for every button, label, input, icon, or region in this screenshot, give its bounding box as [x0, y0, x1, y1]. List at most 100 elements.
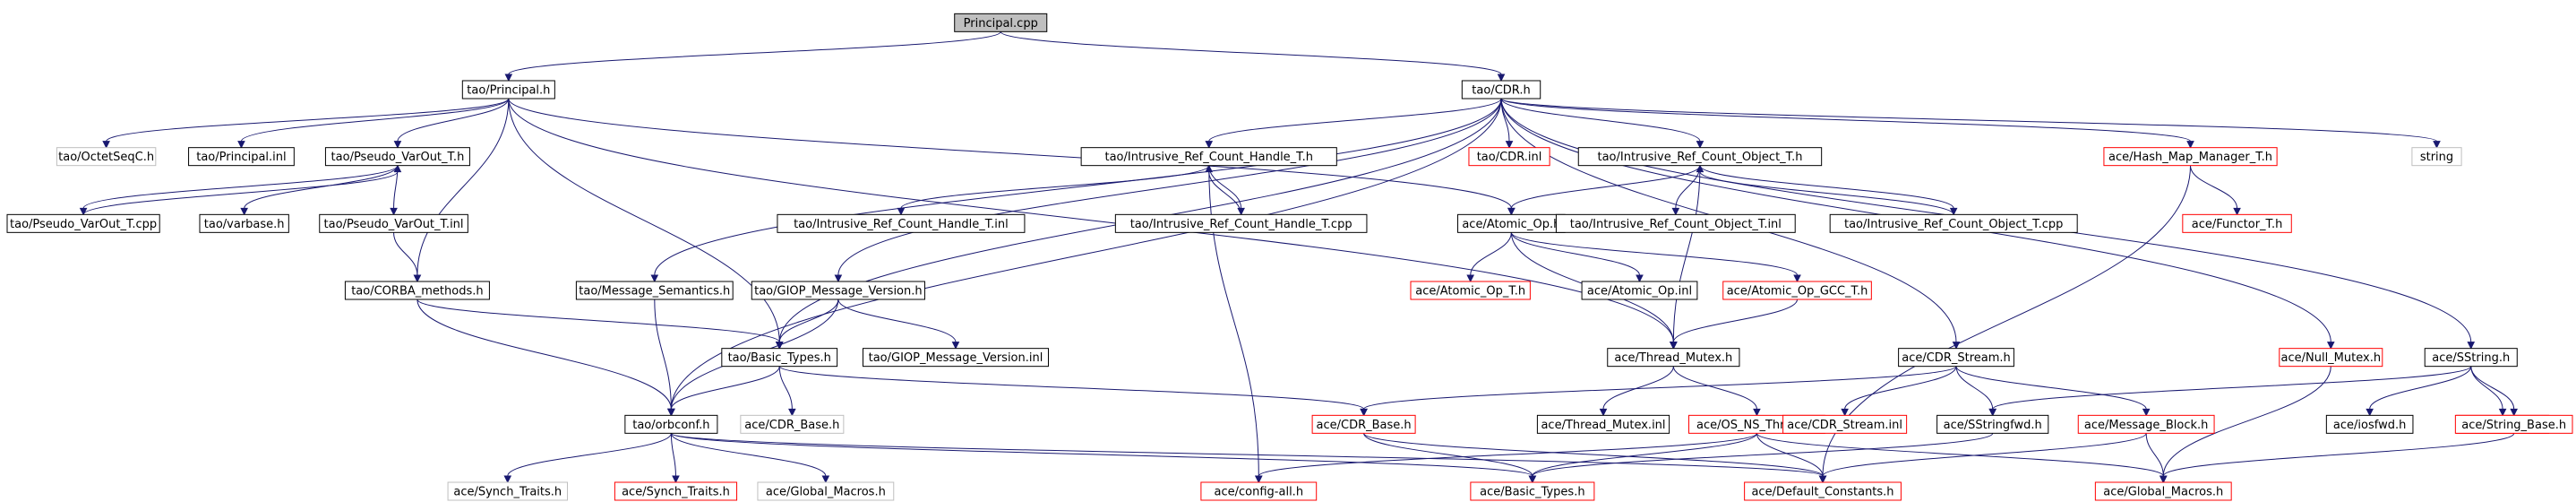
node-ace-atomic-op-t-h[interactable]: ace/Atomic_Op_T.h: [1410, 281, 1531, 300]
node-box: [2454, 414, 2573, 434]
edge-ace_os_ns_thread_h-to-ace_basic_types_h: [1532, 433, 1757, 477]
edge-tao_principal_h-to-tao_octetseqc_h: [106, 98, 510, 143]
node-label: ace/String_Base.h: [2461, 419, 2566, 432]
edge-tao_basic_types_h-to-tao_orbconf_h: [670, 366, 780, 410]
edge-ace_string_base_h-to-ace_global_macros_h: [2162, 432, 2515, 477]
node-label: tao/Pseudo_VarOut_T.inl: [324, 218, 464, 231]
node-label: ace/Global_Macros.h: [2103, 486, 2223, 499]
node-ace-cdr-stream-h[interactable]: ace/CDR_Stream.h: [1898, 348, 2014, 368]
node-box: [2325, 414, 2414, 434]
node-principal-cpp[interactable]: Principal.cpp: [954, 13, 1048, 32]
node-ace-thread-mutex-inl[interactable]: ace/Thread_Mutex.inl: [1536, 414, 1670, 434]
edge-arrowhead: [2366, 408, 2374, 417]
node-box: [1607, 348, 1740, 368]
edge-ace_thread_mutex_h-to-ace_thread_mutex_inl: [1602, 366, 1674, 410]
node-tao-basic-types-h[interactable]: tao/Basic_Types.h: [721, 348, 838, 368]
node-ace-message-block-h[interactable]: ace/Message_Block.h: [2077, 414, 2215, 434]
edge-tao_corba_methods_h-to-tao_basic_types_h: [416, 299, 780, 343]
node-tao-intrusive-ref-count-object-t-inl[interactable]: tao/Intrusive_Ref_Count_Object_T.inl: [1555, 213, 1796, 233]
node-ace-cdr-base-gray: ace/CDR_Base.h: [740, 414, 845, 434]
edge-arrowhead: [951, 342, 960, 350]
node-tao-intrusive-ref-count-object-t-cpp[interactable]: tao/Intrusive_Ref_Count_Object_T.cpp: [1829, 213, 2078, 233]
edge-ace_message_block_h-to-ace_default_constants_h: [1822, 432, 2147, 477]
node-tao-intrusive-ref-count-object-t-h[interactable]: tao/Intrusive_Ref_Count_Object_T.h: [1577, 147, 1823, 167]
node-tao-pseudo-varout-t-h[interactable]: tao/Pseudo_VarOut_T.h: [324, 147, 470, 167]
node-ace-iosfwd-h[interactable]: ace/iosfwd.h: [2325, 414, 2414, 434]
node-ace-atomic-op-inl[interactable]: ace/Atomic_Op.inl: [1581, 281, 1698, 300]
edge-ace_os_ns_thread_h-to-ace_global_macros_h: [1756, 432, 2164, 477]
edge-arrowhead: [650, 274, 659, 283]
node-ace-string-base-h[interactable]: ace/String_Base.h: [2454, 414, 2573, 434]
node-label: ace/SStringfwd.h: [1944, 419, 2042, 432]
node-label: ace/Atomic_Op_GCC_T.h: [1727, 285, 1868, 299]
node-tao-intrusive-ref-count-handle-t-inl[interactable]: tao/Intrusive_Ref_Count_Handle_T.inl: [777, 213, 1026, 233]
node-box: [2424, 348, 2518, 368]
edge-arrowhead: [2326, 342, 2335, 350]
node-box: [777, 213, 1026, 233]
edge-arrowhead: [1507, 207, 1516, 216]
node-tao-giop-message-version-h[interactable]: tao/GIOP_Message_Version.h: [751, 281, 925, 300]
edge-tao_principal_h-to-tao_principal_inl: [240, 98, 510, 142]
node-tao-varbase-h[interactable]: tao/varbase.h: [199, 213, 289, 233]
node-box: [1468, 147, 1550, 167]
node-ace-cdr-base-h[interactable]: ace/CDR_Base.h: [1311, 414, 1416, 434]
edge-tao_giop_message_version_h-to-tao_basic_types_h: [778, 299, 839, 342]
node-ace-atomic-op-gcc-t-h[interactable]: ace/Atomic_Op_GCC_T.h: [1722, 281, 1872, 300]
node-label: tao/Intrusive_Ref_Count_Object_T.cpp: [1844, 218, 2063, 231]
node-tao-principal-h[interactable]: tao/Principal.h: [461, 80, 555, 100]
edge-arrowhead: [667, 408, 675, 417]
edge-arrowhead: [503, 475, 512, 484]
node-tao-principal-inl[interactable]: tao/Principal.inl: [188, 147, 295, 167]
edge-principal_cpp-to-tao_cdr_h: [1000, 30, 1502, 75]
node-tao-intrusive-ref-count-handle-t-h[interactable]: tao/Intrusive_Ref_Count_Handle_T.h: [1080, 147, 1337, 167]
edge-tao_corba_methods_h-to-tao_orbconf_h: [416, 299, 672, 410]
edge-arrowhead: [2142, 408, 2151, 417]
node-ace-default-constants-h[interactable]: ace/Default_Constants.h: [1744, 481, 1902, 501]
node-ace-config-all-h[interactable]: ace/config-all.h: [1200, 481, 1318, 501]
edge-tao_intrusive_ref_count_handle_t_cpp-to-tao_intrusive_ref_count_handle_t_h: [1208, 171, 1242, 215]
node-label: tao/Intrusive_Ref_Count_Handle_T.inl: [794, 218, 1009, 231]
node-tao-cdr-h[interactable]: tao/CDR.h: [1461, 80, 1541, 100]
edge-tao_orbconf_h-to-ace_basic_types_h: [670, 432, 1533, 477]
node-tao-message-semantics-h[interactable]: tao/Message_Semantics.h: [575, 281, 734, 300]
edge-tao_principal_h-to-tao_corba_methods_h: [416, 98, 510, 276]
node-label: ace/Atomic_Op.inl: [1587, 285, 1692, 299]
dependency-nodes: Principal.cpp tao/Principal.h tao/CDR.h tao…: [6, 13, 2573, 501]
node-ace-basic-types-h[interactable]: ace/Basic_Types.h: [1470, 481, 1595, 501]
node-box: [461, 80, 555, 100]
node-label: tao/CORBA_methods.h: [351, 285, 483, 299]
node-tao-orbconf-h[interactable]: tao/orbconf.h: [624, 414, 718, 434]
edge-tao_intrusive_ref_count_handle_t_h-to-ace_config_all_h: [1208, 165, 1259, 477]
node-pseudo-varout-t-cpp[interactable]: tao/Pseudo_VarOut_T.cpp: [6, 213, 160, 233]
edge-arrowhead: [1949, 207, 1958, 216]
node-tao-cdr-inl[interactable]: tao/CDR.inl: [1468, 147, 1550, 167]
node-tao-intrusive-ref-count-handle-t-cpp[interactable]: tao/Intrusive_Ref_Count_Handle_T.cpp: [1114, 213, 1368, 233]
node-ace-global-macros-h[interactable]: ace/Global_Macros.h: [2094, 481, 2232, 501]
node-ace-hash-map-manager-t-h[interactable]: ace/Hash_Map_Manager_T.h: [2103, 147, 2278, 167]
node-ace-thread-mutex-h[interactable]: ace/Thread_Mutex.h: [1607, 348, 1740, 368]
node-ace-sstringfwd-h[interactable]: ace/SStringfwd.h: [1936, 414, 2049, 434]
node-ace-atomic-op-h[interactable]: ace/Atomic_Op.h: [1457, 213, 1566, 233]
edge-ace_cdr_stream_h-to-ace_sstringfwd_h: [1955, 366, 1994, 410]
edge-tao_basic_types_h-to-ace_cdr_base_gray: [778, 366, 793, 410]
node-box: [324, 147, 470, 167]
edge-tao_orbconf_h-to-ace_synch_traits_h: [670, 433, 676, 477]
node-box: [2279, 348, 2383, 368]
node-box: [1311, 414, 1416, 434]
node-tao-corba-methods-h[interactable]: tao/CORBA_methods.h: [344, 281, 490, 300]
node-label: tao/Pseudo_VarOut_T.h: [331, 151, 465, 164]
edge-tao_intrusive_ref_count_object_t_cpp-to-tao_intrusive_ref_count_object_t_h: [1699, 171, 1954, 215]
node-ace-null-mutex-h[interactable]: ace/Null_Mutex.h: [2279, 348, 2383, 368]
edge-arrowhead: [1205, 141, 1214, 149]
node-ace-synch-traits-h[interactable]: ace/Synch_Traits.h: [614, 481, 738, 501]
node-tao-giop-message-version-inl[interactable]: tao/GIOP_Message_Version.inl: [862, 348, 1049, 368]
node-ace-sstring-h[interactable]: ace/SString.h: [2424, 348, 2518, 368]
node-box: [1744, 481, 1902, 501]
edge-tao_principal_h-to-tao_basic_types_h: [508, 98, 780, 342]
node-tao-pseudo-varout-t-inl[interactable]: tao/Pseudo_VarOut_T.inl: [319, 213, 468, 233]
node-ace-global-macros-gray: ace/Global_Macros.h: [757, 481, 895, 501]
edge-ace_cdr_stream_h-to-ace_cdr_base_h: [1363, 366, 1957, 410]
node-ace-cdr-stream-inl[interactable]: ace/CDR_Stream.inl: [1782, 414, 1908, 434]
node-ace-functor-t-h[interactable]: ace/Functor_T.h: [2182, 213, 2292, 233]
edge-principal_cpp-to-tao_principal_h: [508, 30, 1001, 75]
